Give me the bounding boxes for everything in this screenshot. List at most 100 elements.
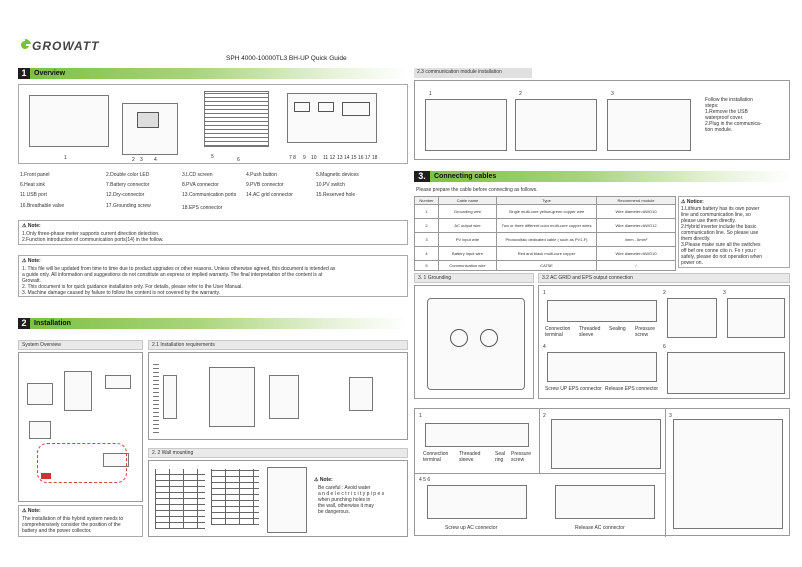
note-line: 1.Only three-phase meter supports curren… — [22, 231, 160, 237]
section-installation-bar: 2 Installation — [18, 318, 408, 329]
instruction-line: 2.Plug in the communica- — [705, 121, 762, 127]
notice-line: communication line. So please use — [681, 230, 759, 236]
callout: 4 — [154, 157, 157, 163]
step-label: 1 — [543, 290, 546, 296]
part-label: Seal ring — [495, 451, 506, 463]
part-label: 17.Grounding screw — [106, 203, 151, 209]
inverter-clearance-icon — [209, 367, 255, 427]
callout: 5 — [211, 154, 214, 160]
part-label: 8.PVA connector — [182, 182, 219, 188]
wall-icon — [153, 363, 159, 433]
note-line: 3. Machine damage caused by failure to f… — [22, 290, 221, 296]
ac-step-3-figure — [673, 419, 783, 529]
table-cell: Single multi-core yellow-green copper wi… — [496, 204, 597, 219]
ac-parts-figure — [425, 423, 529, 447]
note-line: be dangerous. — [318, 509, 350, 515]
comm-module-heading: 2.3 communication module installation — [414, 68, 532, 78]
table-cell: Red and black multi-core copper — [496, 246, 597, 261]
notice-box: ⚠ Notice: 1.Lithium battery has its own … — [678, 196, 790, 268]
part-label: 6.Heat sink — [20, 182, 46, 188]
inverter-panel-view — [122, 103, 178, 155]
note-line: a n d e l e c t r i c i t y p i p e s — [318, 491, 385, 497]
system-overview-heading: System Overview — [18, 340, 143, 350]
connector-bottom-view — [287, 93, 377, 143]
table-cell: AC output wire — [438, 218, 497, 233]
comm-instructions: Follow the installation steps: 1.Remove … — [705, 97, 761, 133]
install-requirements-heading: 2.1 Installation requirements — [148, 340, 408, 350]
note-line: comprehensively consider the position of… — [22, 522, 121, 528]
cable-table: Number Cable name Type Recommend module … — [414, 196, 676, 271]
notice-line: safely, please do not operation when — [681, 254, 763, 260]
section-title: Connecting cables — [434, 173, 497, 180]
doc-title: SPH 4000-10000TL3 BH-UP Quick Guide — [226, 55, 347, 62]
step-label: 4 — [543, 344, 546, 350]
table-cell: PV input wire — [438, 232, 497, 247]
note-box-2: ⚠ Note: 1. This file will be updated fro… — [18, 255, 408, 297]
part-label: 10.PV switch — [316, 182, 345, 188]
step-1-figure — [425, 99, 507, 151]
warning-icon: ⚠ — [22, 508, 27, 514]
step-label: 3 — [723, 290, 726, 296]
table-row: 3 PV input wire Photovoltaic dedicated c… — [414, 232, 676, 247]
step-label: 3 — [669, 413, 672, 419]
note-line: the wall, otherwise it may — [318, 503, 374, 509]
eps-step-6-figure — [667, 352, 785, 394]
ac-release-caption: Release AC connector — [575, 525, 625, 531]
brick-wall-icon — [155, 469, 205, 529]
table-cell: Grounding wire — [438, 204, 497, 219]
wall-mounting-figure: ⚠ Note: Be careful : Avoid water a n d e… — [148, 460, 408, 537]
table-cell: 4mm - 6mm² — [596, 232, 676, 247]
table-cell: / — [596, 260, 676, 271]
step-label: 1 — [429, 91, 432, 97]
part-label: 9.PVB connector — [246, 182, 284, 188]
eps-release-caption: Release EPS connector — [605, 386, 659, 392]
grounding-heading: 3. 1 Grounding — [414, 273, 534, 283]
cable-intro: Please prepare the cable before connecti… — [416, 187, 538, 193]
ct-clamp-icon — [41, 473, 51, 479]
part-label: Sealing — [609, 326, 626, 332]
ac-release-figure — [555, 485, 655, 519]
part-label: 3.LCD screen — [182, 172, 213, 178]
callout: 10 — [311, 155, 317, 161]
section-connecting-bar: 3. Connecting cables — [414, 171, 790, 182]
mounted-inverter-icon — [267, 467, 307, 533]
notice-line: them directly. — [681, 236, 711, 242]
table-cell: Two or three different color multi-core … — [496, 218, 597, 233]
grounding-figure — [414, 285, 534, 399]
note-title: ⚠ Note: — [22, 258, 41, 264]
table-row: 4 Battery input wire Red and black multi… — [414, 246, 676, 261]
instruction-line: 1.Remove the USB — [705, 109, 748, 115]
part-label: 15.Reserved hole — [316, 192, 356, 198]
lcd-screen — [137, 112, 159, 128]
eps-parts-figure — [547, 300, 657, 322]
notice-title: ⚠ Notice: — [681, 199, 704, 205]
logo-mark-icon — [19, 39, 32, 51]
part-label: 2.Double color LED — [106, 172, 150, 178]
section-number: 3. — [414, 171, 430, 182]
part-label: Threaded sleeve — [579, 326, 601, 338]
ac-connector-figure: 1 Connection terminal Threaded sleeve Se… — [414, 408, 790, 537]
growatt-logo: GROWATT — [18, 38, 98, 53]
drill-wall-icon — [211, 469, 259, 525]
heat-sink-view — [204, 91, 269, 147]
wall-mounting-heading: 2. 2 Wall mounting — [148, 448, 408, 458]
section-overview-bar: 1 Overview — [18, 68, 408, 79]
parts-list: 1.Front panel 2.Double color LED 3.LCD s… — [20, 172, 410, 212]
wall-note: ⚠ Note: Be careful : Avoid water a n d e… — [314, 477, 404, 527]
ac-eps-heading: 3.2 AC GRID and EPS output connection — [538, 273, 790, 283]
part-label: Connection terminal — [423, 451, 449, 463]
notice-line: line and communication line, so — [681, 212, 751, 218]
instruction-line: Follow the installation — [705, 97, 753, 103]
notice-line: 2.Hybrid inverter include the basic — [681, 224, 757, 230]
table-cell: Battery input wire — [438, 246, 497, 261]
notice-line: please use them directly. — [681, 218, 736, 224]
eps-step-3-figure — [727, 298, 785, 338]
note-title: ⚠ Note: — [314, 477, 333, 483]
step-label: 1 — [419, 413, 422, 419]
step-3-figure — [607, 99, 691, 151]
table-row: 2 AC output wire Two or three different … — [414, 218, 676, 233]
warning-icon: ⚠ — [681, 199, 686, 205]
overview-figure: 1 2 3 4 5 6 7 8 9 10 11 12 13 14 15 16 1… — [18, 84, 408, 164]
note-line: 1. This file will be updated from time t… — [22, 266, 336, 272]
instruction-line: tion module. — [705, 127, 733, 133]
